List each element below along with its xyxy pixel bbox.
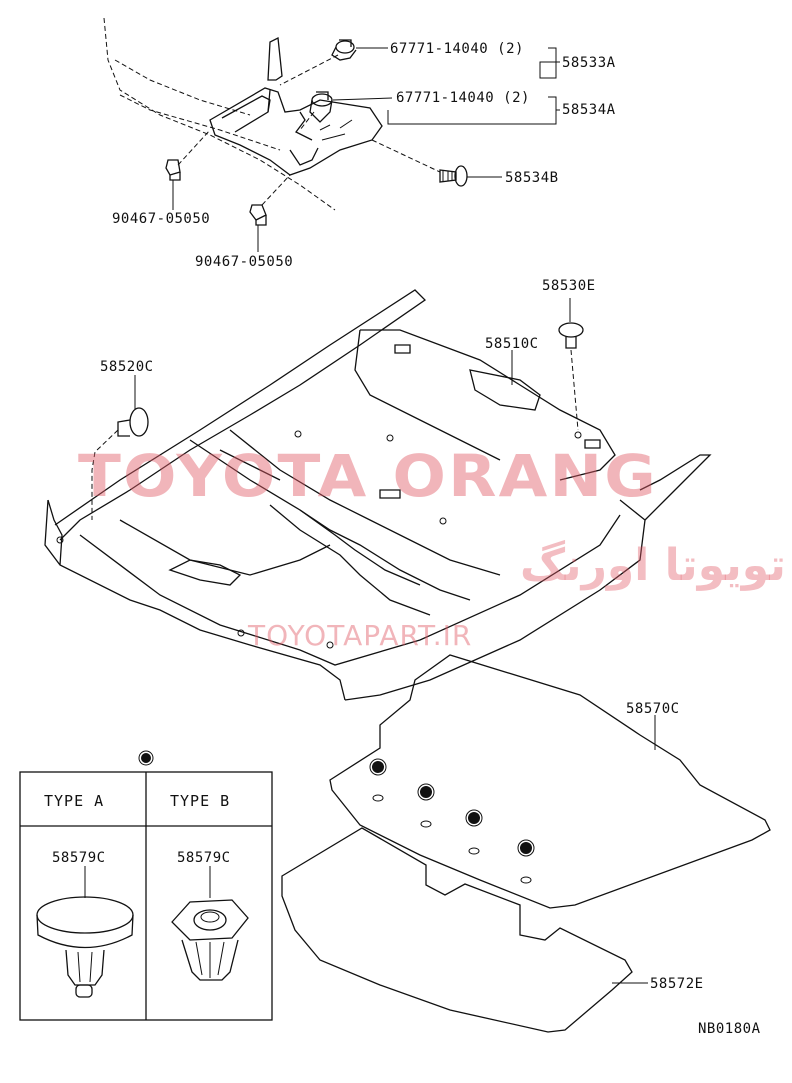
clip-type-legend [19,750,273,1021]
watermark-line-3: TOYOTAPART.IR [247,619,472,652]
part-number-58570c: 58570C [626,701,680,717]
screw-58534b [439,165,468,187]
bolt-center [249,204,267,226]
type-a-clip-drawing [36,866,134,998]
part-number-58520c: 58520C [100,359,154,375]
part-number-58530e: 58530E [542,278,596,294]
diagram-code: NB0180A [698,1021,761,1037]
type-a-label: TYPE A [44,792,104,810]
watermark: TOYOTA ORANG تویوتا اورنگ TOYOTAPART.IR [78,442,786,652]
part-number-58510c: 58510C [485,336,539,352]
type-b-label: TYPE B [170,792,230,810]
part-number-90467-center: 90467-05050 [195,254,293,270]
part-number-67771-lower: 67771-14040 (2) [396,90,530,106]
part-number-58572e: 58572E [650,976,704,992]
bolt-left [165,159,181,181]
part-number-58534b: 58534B [505,170,559,186]
upper-bracket-assembly [103,17,560,252]
type-b-part-number: 58579C [177,850,231,866]
clip-58520c [91,375,149,520]
push-clip-upper [331,39,357,61]
part-number-90467-left: 90467-05050 [112,211,210,227]
type-b-clip-drawing [171,866,249,981]
front-floor-mat-58570c [329,654,771,909]
push-clip-lower [309,91,333,123]
watermark-line-1: TOYOTA ORANG [78,442,658,510]
watermark-line-2: تویوتا اورنگ [520,540,786,591]
part-number-58534a: 58534A [562,102,616,118]
part-number-58533a: 58533A [562,55,616,71]
floor-carpet-58510c [44,289,712,701]
rear-floor-mat-58572e [281,827,648,1033]
type-a-part-number: 58579C [52,850,106,866]
clip-58530e [558,298,584,431]
part-number-67771-upper: 67771-14040 (2) [390,41,524,57]
